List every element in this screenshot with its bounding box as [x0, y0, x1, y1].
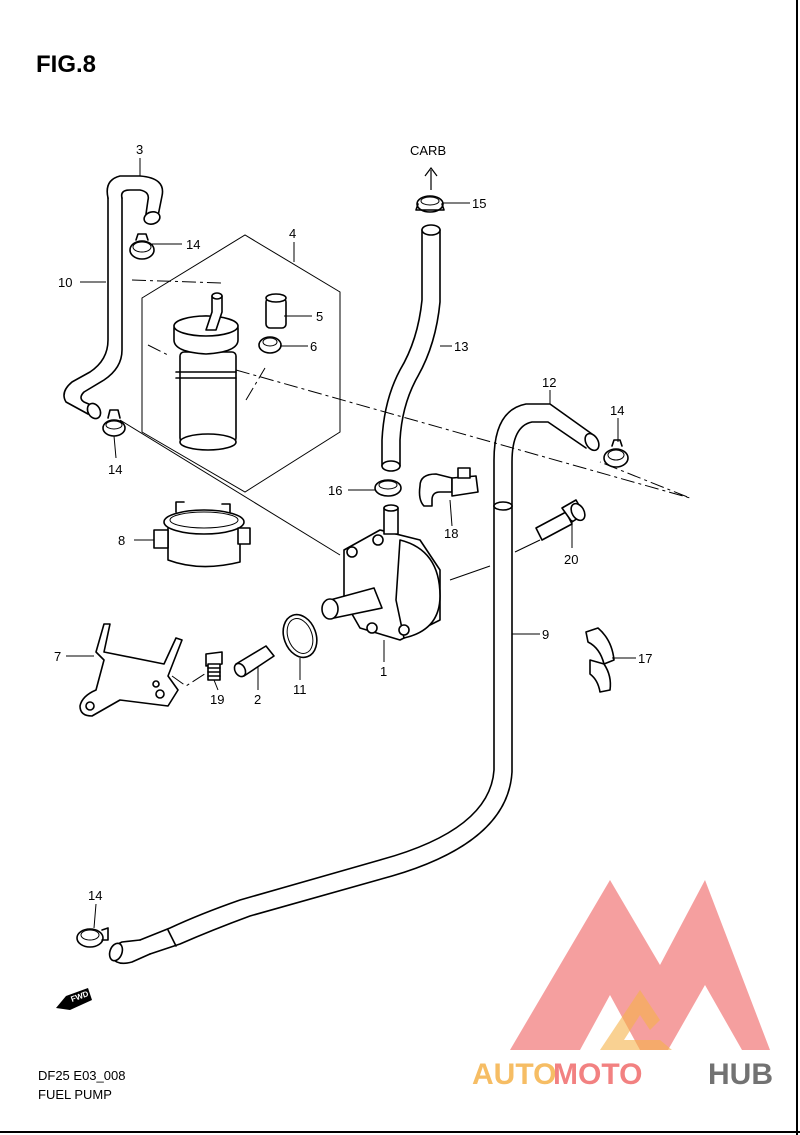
clamp-16	[374, 479, 402, 497]
figure-name: FUEL PUMP	[38, 1087, 112, 1102]
callout-7: 7	[54, 649, 61, 664]
filter-bracket-8	[153, 501, 251, 568]
hose-12	[493, 403, 600, 507]
callout-3: 3	[136, 142, 143, 157]
callout-9: 9	[542, 627, 549, 642]
callout-12: 12	[542, 375, 556, 390]
leader-line-pump	[119, 419, 341, 556]
callout-11: 11	[293, 682, 307, 697]
fwd-arrow-icon: FWD	[56, 988, 92, 1010]
leader-dash-4	[245, 367, 266, 401]
callout-14-b: 14	[108, 462, 122, 477]
fuel-pump-1	[321, 504, 441, 641]
hose-9	[108, 501, 513, 965]
callout-8: 8	[118, 533, 125, 548]
filter-assembly-box	[141, 234, 341, 493]
bolt-19	[205, 651, 223, 681]
carb-label: CARB	[410, 143, 446, 158]
figure-title: FIG.8	[36, 51, 96, 78]
callout-13: 13	[454, 339, 468, 354]
leader-line-hose9	[449, 565, 491, 581]
clamp-14-left	[102, 409, 126, 437]
callout-16: 16	[328, 483, 342, 498]
callout-2: 2	[254, 692, 261, 707]
pin-2	[233, 645, 275, 678]
clamp-14-right	[603, 439, 629, 468]
filter-clip-6	[258, 336, 282, 354]
o-ring-11	[282, 613, 318, 659]
figure-code: DF25 E03_008	[38, 1068, 125, 1083]
callout-14-c: 14	[610, 403, 624, 418]
wordmark-moto: MOTO	[553, 1058, 642, 1091]
leader-dash-5	[171, 667, 215, 687]
callout-10: 10	[58, 275, 72, 290]
callout-17: 17	[638, 651, 652, 666]
hose-3	[106, 175, 164, 225]
clip-17	[585, 627, 615, 693]
leader-dash-2	[147, 344, 171, 357]
callout-18: 18	[444, 526, 458, 541]
automotohub-logo	[510, 880, 770, 1050]
bolt-20	[535, 499, 586, 541]
clamp-14-lower	[76, 927, 109, 948]
leader-dash-3	[235, 369, 691, 499]
clip-18	[418, 467, 479, 507]
fuel-filter	[173, 292, 239, 451]
callout-14-a: 14	[186, 237, 200, 252]
callout-1: 1	[380, 664, 387, 679]
automotohub-wordmark: AUTO MOTO HUB	[472, 1058, 773, 1091]
callout-14-d: 14	[88, 888, 102, 903]
callout-5: 5	[316, 309, 323, 324]
hose-13	[381, 224, 441, 472]
hose-10	[63, 197, 123, 420]
callout-4: 4	[289, 226, 296, 241]
carb-arrow	[424, 167, 438, 190]
callout-15: 15	[472, 196, 486, 211]
wordmark-hub: HUB	[708, 1058, 773, 1091]
wordmark-auto: AUTO	[472, 1058, 556, 1091]
leader-dash-1	[131, 279, 223, 284]
callout-19: 19	[210, 692, 224, 707]
bracket-7	[79, 623, 183, 717]
callout-20: 20	[564, 552, 578, 567]
clamp-14-upper	[129, 233, 155, 260]
clamp-15	[415, 195, 445, 213]
grommet-5	[265, 293, 287, 329]
callout-leaders	[66, 158, 636, 929]
callout-6: 6	[310, 339, 317, 354]
leader-line-bolt	[514, 539, 541, 553]
